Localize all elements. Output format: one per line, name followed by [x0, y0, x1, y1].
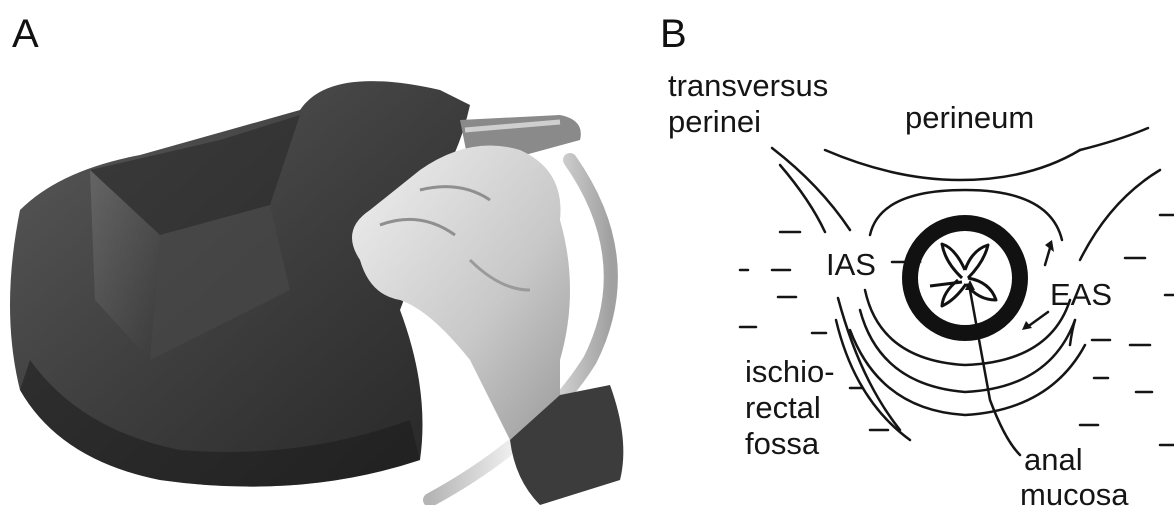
label-transversus: transversus — [668, 68, 828, 103]
eas-arrow-upper — [1045, 248, 1050, 265]
outer-ring-lower-3 — [850, 330, 1085, 415]
label-ischio: ischio- — [745, 354, 835, 389]
panel-label-a: A — [12, 14, 39, 54]
perineum-curve — [825, 150, 1080, 180]
label-fossa: fossa — [745, 426, 820, 461]
anatomy-diagram: transversus perinei perineum IAS EAS isc… — [650, 50, 1174, 510]
panel-label-b: B — [660, 14, 687, 54]
label-perinei: perinei — [668, 104, 761, 139]
perineum-curve-right — [1080, 128, 1148, 150]
photo-illustration — [0, 60, 650, 505]
label-ias: IAS — [826, 247, 876, 282]
anatomy-diagram-svg: transversus perinei perineum IAS EAS isc… — [650, 50, 1174, 510]
label-anal: anal — [1024, 442, 1083, 477]
label-mucosa: mucosa — [1020, 477, 1129, 510]
label-perineum: perineum — [905, 100, 1034, 135]
label-eas: EAS — [1050, 277, 1112, 312]
outer-ring-lower-2 — [860, 310, 1075, 392]
label-rectal: rectal — [745, 390, 821, 425]
transversus-perinei-curve-left — [772, 148, 850, 230]
eas-arrow-lower — [1030, 312, 1048, 325]
anal-mucosa-star — [930, 244, 996, 306]
outer-ring-upper — [870, 190, 1062, 240]
ultrasound-model-photo — [0, 60, 650, 505]
anal-sphincter-ring — [910, 223, 1020, 333]
